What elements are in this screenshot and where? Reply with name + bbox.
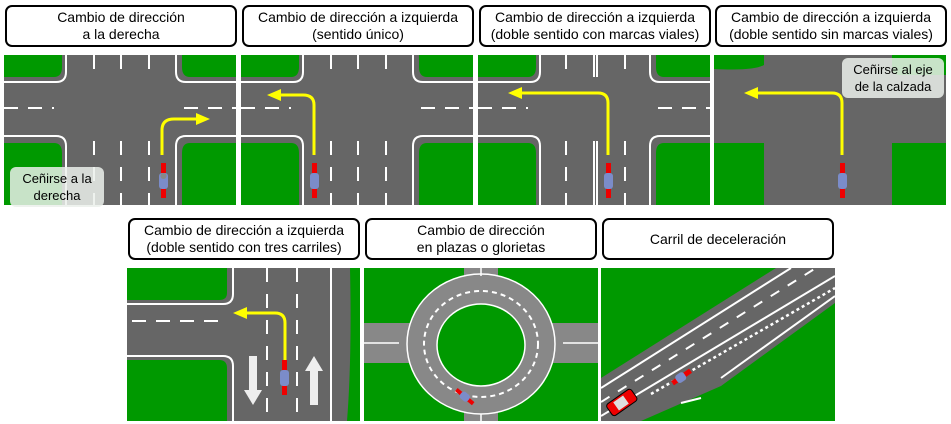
- note-keep-right: Ceñirse a la derecha: [10, 167, 104, 207]
- car-icon: [606, 388, 638, 417]
- left-turn-three-lanes-diagram: [127, 268, 360, 421]
- note-keep-to-center: Ceñirse al eje de la calzada: [842, 58, 944, 98]
- panel-title-left-one-way: Cambio de dirección a izquierda (sentido…: [242, 5, 474, 47]
- panel-title-left-two-way-marked: Cambio de dirección a izquierda (doble s…: [479, 5, 711, 47]
- panel-title-left-three-lanes: Cambio de dirección a izquierda (doble s…: [128, 218, 360, 260]
- lane-direction-arrows: [244, 356, 323, 405]
- panel-title-right-turn: Cambio de dirección a la derecha: [5, 5, 237, 47]
- panel-title-roundabout: Cambio de dirección en plazas o glorieta…: [365, 218, 597, 260]
- roundabout-diagram: [364, 268, 598, 421]
- motorcycle-icon: [159, 163, 168, 198]
- deceleration-lane-diagram: [601, 268, 835, 421]
- panel-title-deceleration-lane: Carril de deceleración: [602, 218, 834, 260]
- left-turn-two-way-marked-diagram: [478, 55, 710, 205]
- left-turn-one-way-diagram: [241, 55, 473, 205]
- panel-title-left-two-way-unmarked: Cambio de dirección a izquierda (doble s…: [715, 5, 947, 47]
